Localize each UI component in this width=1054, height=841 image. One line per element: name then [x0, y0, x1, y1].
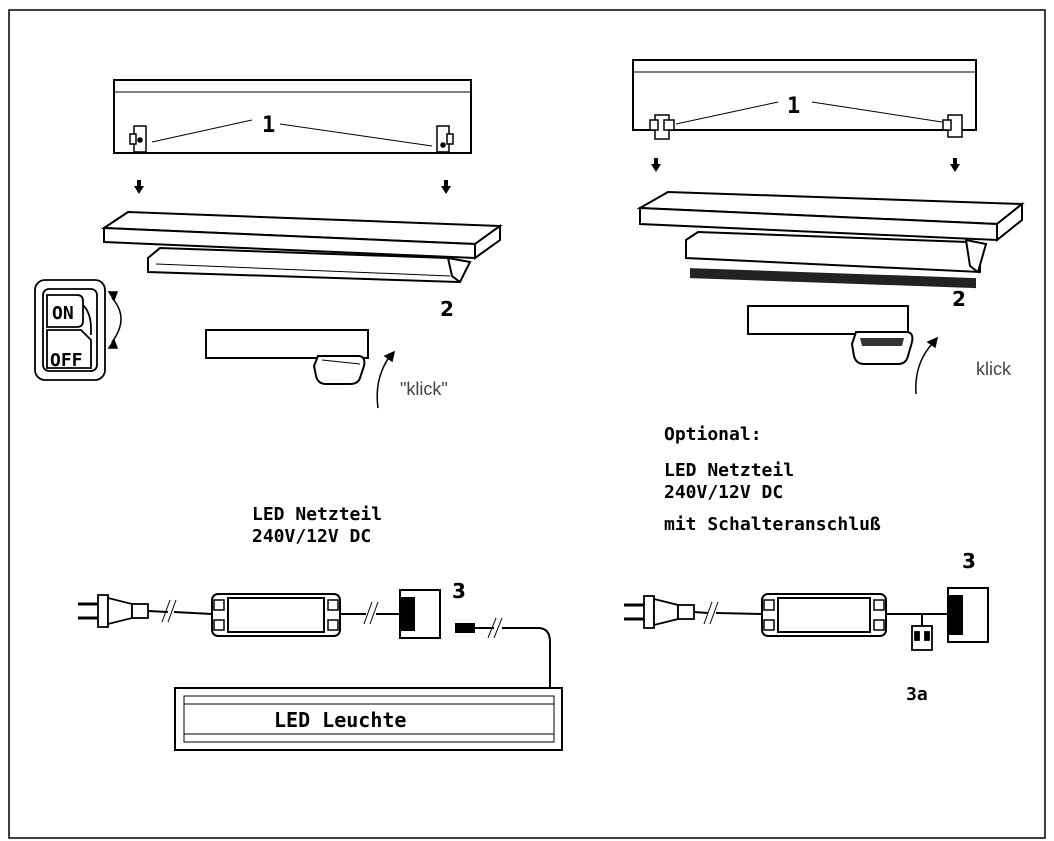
on-off-switch-icon: [34, 279, 106, 381]
right-down-arrows: [651, 158, 960, 172]
left-power-supply-unit: [211, 593, 341, 637]
led-lamp-label: LED Leuchte: [274, 708, 406, 732]
right-psu-line2: 240V/12V DC: [664, 482, 783, 503]
right-part-3a-label: 3a: [906, 684, 928, 705]
left-click-detail: [205, 329, 369, 385]
right-power-supply-unit: [761, 593, 887, 637]
left-psu-line2: 240V/12V DC: [252, 526, 371, 547]
right-lamp-under-shelf: [685, 230, 988, 289]
right-part-2-label: 2: [952, 287, 966, 311]
right-cable-psu-connector: [886, 613, 948, 626]
left-shelf-board: [100, 210, 503, 260]
left-cable-psu-connector: [340, 601, 400, 625]
diagram-frame: [8, 9, 1046, 839]
left-leader-lines: [151, 119, 433, 147]
left-lamp-cable: [455, 617, 551, 688]
switch-on-label: ON: [52, 303, 74, 324]
right-part-3-label: 3: [962, 549, 976, 573]
right-psu-line3: mit Schalteranschluß: [664, 514, 881, 535]
left-mains-plug-icon: [78, 594, 149, 628]
right-click-arrow: [915, 336, 939, 395]
right-click-label: klick: [976, 359, 1012, 379]
left-psu-line1: LED Netzteil: [252, 504, 382, 525]
left-click-label: "klick": [400, 379, 448, 399]
right-shelf-board: [636, 190, 1025, 243]
right-part-1-label: 1: [787, 94, 800, 119]
left-part-3-label: 3: [452, 579, 466, 603]
right-mains-plug-icon: [624, 595, 695, 629]
left-connector-block: [399, 589, 441, 639]
left-part-2-label: 2: [440, 297, 454, 321]
left-cable-plug-psu: [147, 599, 213, 623]
left-lamp-under-shelf: [147, 246, 472, 284]
right-optional-label: Optional:: [664, 424, 762, 445]
right-psu-line1: LED Netzteil: [664, 460, 794, 481]
right-connector-block: [947, 587, 989, 643]
left-click-arrow: [376, 350, 396, 409]
left-mounting-clips: [129, 125, 454, 153]
left-down-arrows: [134, 180, 451, 194]
switch-off-label: OFF: [50, 350, 83, 371]
right-cabinet-top: [632, 59, 977, 131]
right-leader-lines: [675, 101, 943, 125]
right-cable-plug-psu: [693, 601, 763, 625]
right-mounting-clips: [649, 114, 963, 140]
left-cabinet-top: [113, 79, 472, 154]
led-lamp-bar: [174, 687, 563, 751]
switch-rotate-arrow: [107, 291, 122, 349]
left-part-1-label: 1: [262, 113, 275, 138]
switch-connector-3a: [911, 625, 933, 651]
right-click-detail: [747, 305, 914, 365]
